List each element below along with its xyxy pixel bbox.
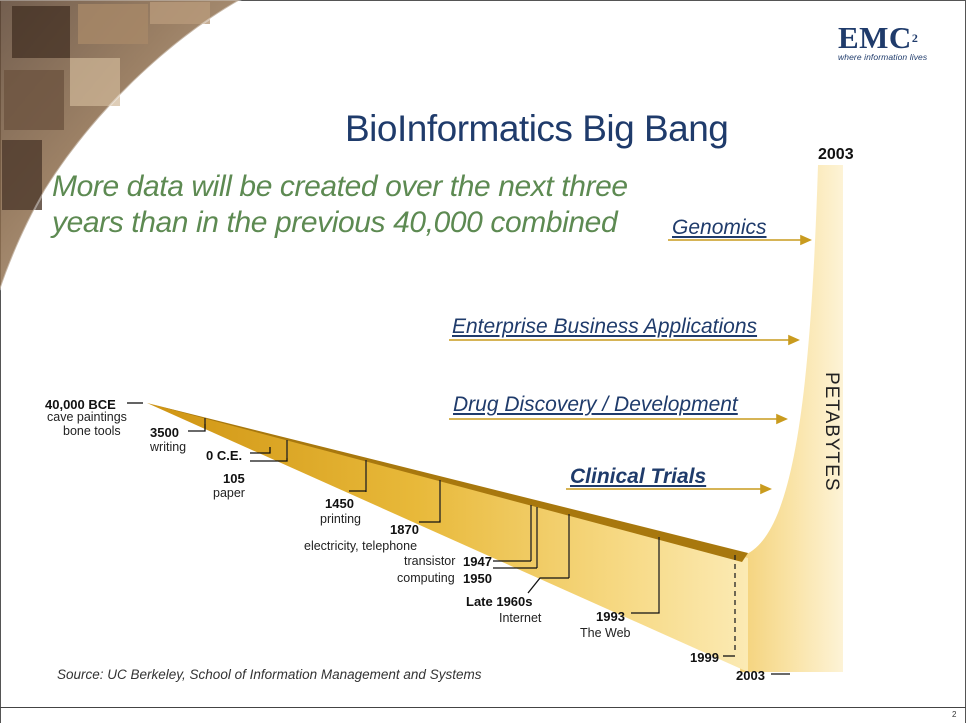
event-paper: paper: [213, 486, 245, 500]
timeline-band: [147, 403, 748, 672]
year-0-ce: 0 C.E.: [206, 448, 243, 463]
event-electricity-telephone: electricity, telephone: [304, 539, 418, 553]
year-40000-bce: 40,000 BCE: [45, 397, 116, 412]
spike-top-year: 2003: [818, 146, 854, 163]
page-number: 2: [952, 710, 957, 719]
year-3500: 3500: [150, 425, 179, 440]
logo-mark: EMC: [838, 20, 912, 55]
subtitle-line-2: years than in the previous 40,000 combin…: [52, 206, 618, 239]
year-1993: 1993: [596, 609, 625, 624]
year-2003: 2003: [736, 668, 765, 683]
photo-collage: [0, 0, 243, 291]
event-bone-tools: bone tools: [63, 424, 121, 438]
event-internet: Internet: [499, 611, 542, 625]
growth-spike: [740, 165, 843, 672]
year-105: 105: [223, 471, 245, 486]
footer-rule: [0, 707, 966, 708]
event-transistor: transistor: [404, 554, 456, 568]
segment-genomics[interactable]: Genomics: [672, 216, 767, 239]
logo-tagline: where information lives: [838, 52, 928, 62]
emc-logo: EMC2 where information lives: [838, 22, 948, 62]
subtitle-line-1: More data will be created over the next …: [52, 170, 628, 203]
source-citation: Source: UC Berkeley, School of Informati…: [57, 667, 482, 682]
slide-frame-left: [0, 0, 1, 723]
year-late-1960s: Late 1960s: [466, 594, 533, 609]
year-1999: 1999: [690, 650, 719, 665]
year-1450: 1450: [325, 496, 354, 511]
segment-clinical-trials[interactable]: Clinical Trials: [570, 465, 707, 488]
year-1950: 1950: [463, 571, 492, 586]
slide-frame-top: [0, 0, 966, 1]
segment-arrows: [449, 234, 812, 495]
event-cave-paintings: cave paintings: [47, 410, 127, 424]
segment-enterprise[interactable]: Enterprise Business Applications: [452, 315, 758, 338]
event-writing: writing: [150, 440, 187, 454]
segment-drug-discovery[interactable]: Drug Discovery / Development: [453, 393, 738, 416]
year-1870: 1870: [390, 522, 419, 537]
logo-superscript: 2: [911, 31, 919, 45]
event-printing: printing: [320, 512, 361, 526]
event-computing: computing: [397, 571, 455, 585]
era-dividers: [204, 418, 736, 650]
year-1947: 1947: [463, 554, 492, 569]
slide-title: BioInformatics Big Bang: [345, 108, 729, 149]
unit-label: PETABYTES: [821, 372, 842, 492]
leader-lines: [127, 402, 790, 675]
event-the-web: The Web: [580, 626, 631, 640]
